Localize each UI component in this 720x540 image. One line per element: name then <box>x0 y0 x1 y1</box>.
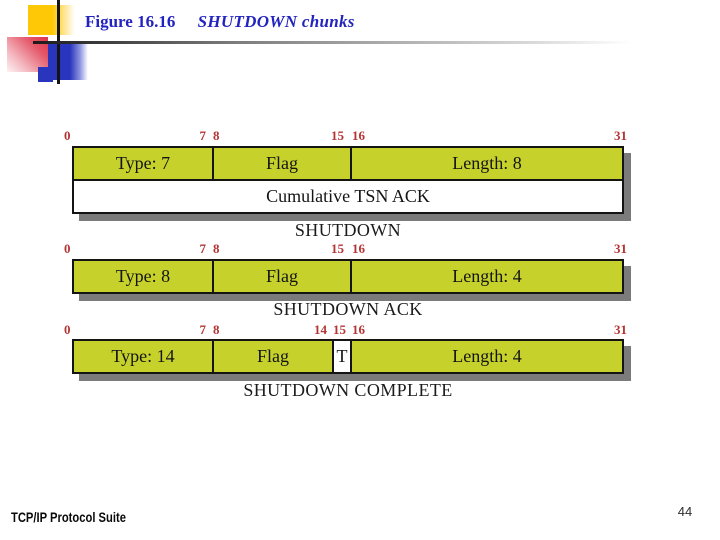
bit-label: 0 <box>64 128 71 143</box>
shutdown-complete-chunk-diagram: Type: 14 Flag T Length: 4 <box>72 339 624 374</box>
field-length: Length: 8 <box>350 148 622 179</box>
bit-label: 14 <box>314 322 327 337</box>
chunk-header-row: Type: 8 Flag Length: 4 <box>74 261 622 292</box>
field-length: Length: 4 <box>350 341 622 372</box>
decoration-blue-square <box>48 43 88 80</box>
field-flag: Flag <box>212 341 332 372</box>
shutdown-ack-chunk-diagram: Type: 8 Flag Length: 4 <box>72 259 624 294</box>
bit-label: 16 <box>352 322 365 337</box>
bit-label: 16 <box>352 241 365 256</box>
caption-shutdown-complete: SHUTDOWN COMPLETE <box>243 380 453 400</box>
decoration-blue-tab <box>38 67 53 82</box>
bit-label: 7 <box>199 322 207 337</box>
chunk-body-row: Cumulative TSN ACK <box>74 179 622 212</box>
bit-label: 7 <box>199 241 207 256</box>
bit-label: 31 <box>614 128 627 143</box>
chunk-header-row: Type: 14 Flag T Length: 4 <box>74 341 622 372</box>
field-flag: Flag <box>212 261 350 292</box>
bit-label: 7 <box>199 128 207 143</box>
caption-shutdown-ack: SHUTDOWN ACK <box>273 299 423 319</box>
bit-label: 31 <box>614 322 627 337</box>
shutdown-chunk-diagram: Type: 7 Flag Length: 8 Cumulative TSN AC… <box>72 146 624 214</box>
slide-title: Figure 16.16 SHUTDOWN chunks <box>85 12 355 32</box>
bit-label: 8 <box>213 128 220 143</box>
bit-label: 15 <box>331 128 344 143</box>
bit-label: 15 <box>331 241 344 256</box>
bit-label: 0 <box>64 322 71 337</box>
title-rule-line <box>33 41 670 44</box>
figure-label: Figure 16.16 <box>85 12 176 31</box>
figure-title: SHUTDOWN chunks <box>197 12 355 31</box>
field-t-bit: T <box>332 341 350 372</box>
page-number: 44 <box>677 504 693 519</box>
footer-book-title: TCP/IP Protocol Suite <box>11 509 126 525</box>
decoration-gold-square <box>28 5 75 35</box>
field-type: Type: 14 <box>111 346 175 366</box>
bit-label: 15 <box>333 322 346 337</box>
bit-label: 8 <box>213 322 220 337</box>
field-type: Type: 8 <box>115 266 171 286</box>
field-flag: Flag <box>212 148 350 179</box>
field-length: Length: 4 <box>350 261 622 292</box>
bit-label: 16 <box>352 128 365 143</box>
bit-label: 0 <box>64 241 71 256</box>
field-type: Type: 7 <box>115 153 171 173</box>
caption-shutdown: SHUTDOWN <box>294 220 402 240</box>
bit-label: 31 <box>614 241 627 256</box>
chunk-header-row: Type: 7 Flag Length: 8 <box>74 148 622 179</box>
field-cumulative-tsn-ack: Cumulative TSN ACK <box>74 181 622 212</box>
bit-label: 8 <box>213 241 220 256</box>
